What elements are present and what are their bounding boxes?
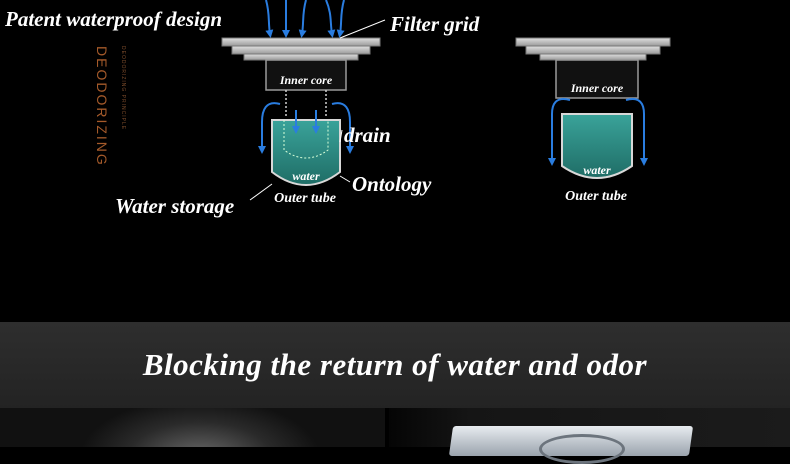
left-filter-grid-bottom (243, 53, 359, 61)
left-outer-tube-water (271, 119, 341, 186)
right-outer-tube-water (561, 113, 633, 179)
right-filter-grid-top (515, 37, 671, 47)
right-side-flow-arrows (548, 98, 648, 166)
photo-steam (0, 408, 385, 447)
left-outer-tube-label: Outer tube (274, 191, 336, 206)
left-inflow-arrows (265, 0, 345, 38)
drain-label: drain (344, 123, 391, 147)
right-outer-tube-label: Outer tube (565, 189, 627, 204)
left-core-stem (285, 90, 327, 118)
left-inner-core (265, 59, 347, 91)
left-inner-core-label: Inner core (279, 73, 333, 87)
ontology-label: Ontology (352, 172, 432, 196)
left-filter-grid-middle (231, 45, 371, 55)
right-drain-assembly: Inner core water Outer tube (515, 37, 671, 204)
deodorizing-diagram: Inner core water Patent waterproof desig… (4, 0, 671, 218)
right-inner-core-label: Inner core (570, 81, 624, 95)
photo-strip (0, 408, 790, 464)
deodorizing-principle-subtitle: DEODORIZING PRINCIPLE (120, 46, 126, 131)
water-storage-label: Water storage (115, 194, 234, 218)
right-water-label: water (583, 163, 611, 177)
patent-waterproof-label: Patent waterproof design (4, 7, 222, 31)
left-filter-grid-top (221, 37, 381, 47)
left-drain-assembly: Inner core water (221, 0, 386, 201)
photo-drain-cover (389, 408, 790, 464)
deodorizing-vertical-text: DEODORIZING (94, 46, 110, 167)
banner-title: Blocking the return of water and odor (142, 347, 648, 382)
left-side-flow-arrows (258, 102, 354, 154)
right-filter-grid-middle (525, 45, 661, 55)
right-inner-core (555, 59, 639, 99)
drain-cover-ring (539, 434, 625, 464)
left-leader-lines (249, 19, 386, 201)
filter-grid-label: Filter grid (389, 12, 480, 36)
title-banner: Blocking the return of water and odor (0, 322, 790, 408)
left-inner-core-dash (283, 120, 329, 159)
right-filter-grid-bottom (539, 53, 647, 61)
left-water-label: water (292, 169, 320, 183)
